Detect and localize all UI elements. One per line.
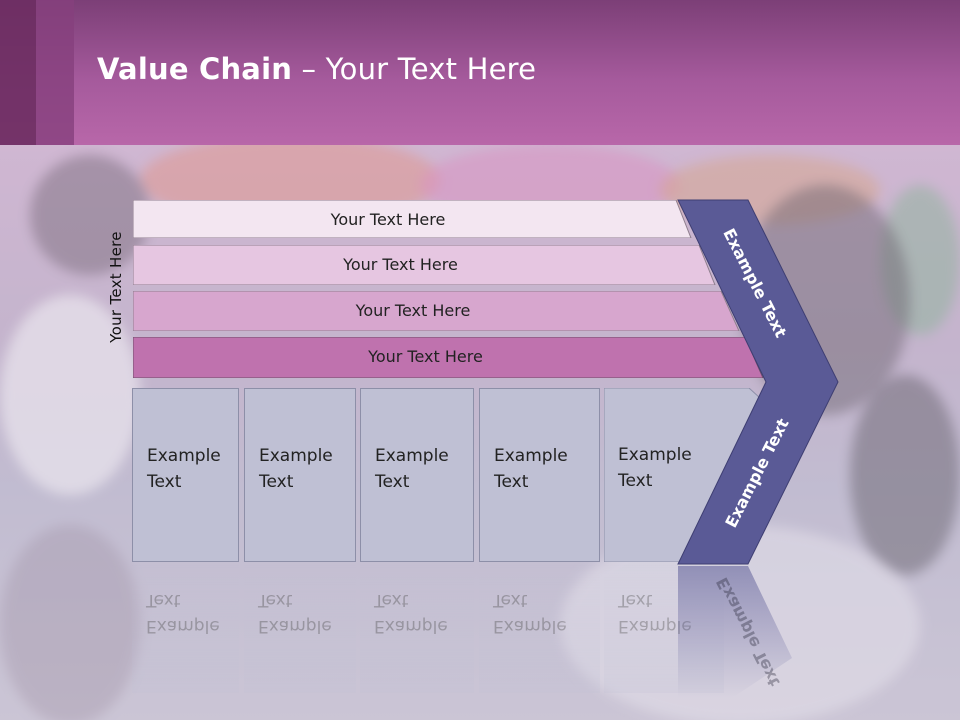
header-accent-strip bbox=[36, 0, 74, 145]
box-reflection: Example Text bbox=[479, 563, 600, 693]
bar-label: Your Text Here bbox=[330, 209, 446, 229]
slide-title[interactable]: Value Chain – Your Text Here bbox=[97, 52, 537, 86]
activity-box[interactable]: Example Text bbox=[479, 388, 600, 562]
reflection-text: Text bbox=[258, 590, 293, 610]
box-reflection: Example Text bbox=[360, 563, 474, 693]
box-text-line1: Example bbox=[494, 446, 568, 466]
bar-shape bbox=[133, 200, 692, 238]
box-reflection: Example Text bbox=[132, 563, 239, 693]
activity-box[interactable]: Example Text bbox=[132, 388, 239, 562]
chevron-reflection bbox=[678, 566, 792, 698]
reflection-text: Example bbox=[146, 616, 220, 636]
box-text-line1: Example bbox=[618, 445, 692, 465]
box-text-line1: Example bbox=[259, 446, 333, 466]
title-bar: Value Chain – Your Text Here bbox=[0, 0, 960, 145]
reflection-text: Example bbox=[258, 616, 332, 636]
box-text-line2: Text bbox=[494, 472, 529, 492]
side-label[interactable]: Your Text Here bbox=[107, 231, 125, 343]
bar-shape bbox=[133, 245, 716, 285]
bar-row[interactable]: Your Text Here bbox=[133, 245, 718, 285]
box-text-line2: Text bbox=[618, 471, 653, 491]
bar-label: Your Text Here bbox=[368, 346, 483, 366]
bar-label: Your Text Here bbox=[355, 300, 471, 320]
reflection-text: Text bbox=[146, 590, 181, 610]
box-text-line1: Example bbox=[147, 446, 221, 466]
margin-chevron bbox=[677, 199, 839, 698]
bar-shape bbox=[133, 291, 740, 331]
reflection-text: Text bbox=[493, 590, 528, 610]
header-accent-strip bbox=[0, 0, 36, 145]
box-text-line1: Example bbox=[375, 446, 449, 466]
bar-row[interactable]: Your Text Here bbox=[133, 337, 768, 378]
activity-box[interactable]: Example Text bbox=[244, 388, 356, 562]
box-reflection: Example Text bbox=[244, 563, 356, 693]
bar-row[interactable]: Your Text Here bbox=[133, 200, 693, 238]
activity-box[interactable]: Example Text bbox=[360, 388, 474, 562]
reflection-text: Example bbox=[374, 616, 448, 636]
box-text-line2: Text bbox=[259, 472, 294, 492]
bar-row[interactable]: Your Text Here bbox=[133, 291, 743, 331]
bar-shape bbox=[133, 337, 764, 378]
reflection-text: Example bbox=[493, 616, 567, 636]
box-text-line2: Text bbox=[375, 472, 410, 492]
reflection-text: Text bbox=[374, 590, 409, 610]
box-text-line2: Text bbox=[147, 472, 182, 492]
chevron-shape bbox=[677, 199, 839, 565]
bar-label: Your Text Here bbox=[343, 254, 458, 274]
